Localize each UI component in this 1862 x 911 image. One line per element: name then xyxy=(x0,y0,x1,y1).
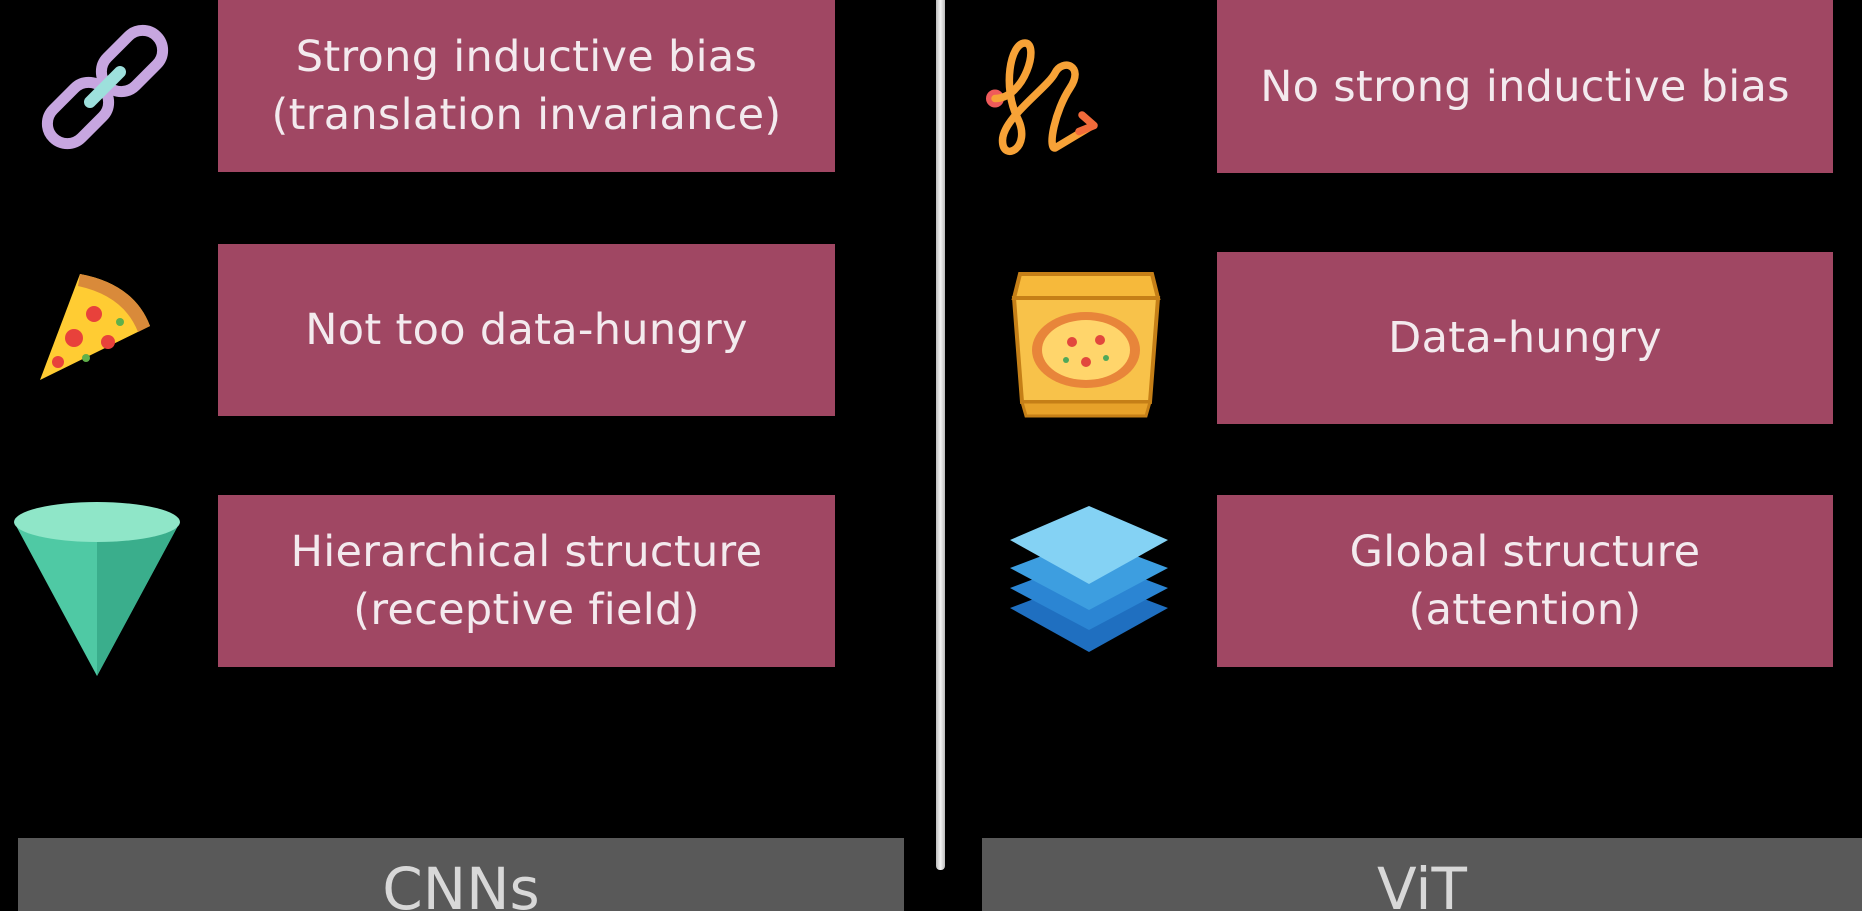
card-text: Data-hungry xyxy=(1388,313,1662,363)
column-divider xyxy=(936,0,945,870)
squiggle-arrow-icon xyxy=(980,14,1100,186)
cnns-label: CNNs xyxy=(18,838,904,911)
card-text: Strong inductive bias (translation invar… xyxy=(271,32,782,140)
card-data-hungry: Data-hungry xyxy=(1217,252,1833,424)
vit-column: No strong inductive bias Data-hungry Glo… xyxy=(940,0,1862,911)
cnn-column: Strong inductive bias (translation invar… xyxy=(10,0,904,911)
card-global-structure: Global structure (attention) xyxy=(1217,495,1833,667)
layers-stack-icon xyxy=(1004,500,1174,658)
pizza-box-icon xyxy=(1010,270,1162,420)
cone-icon xyxy=(10,500,184,680)
column-title: CNNs xyxy=(382,855,540,911)
card-text: Global structure (attention) xyxy=(1349,527,1701,635)
vit-label: ViT xyxy=(982,838,1862,911)
card-not-too-data-hungry: Not too data-hungry xyxy=(218,244,835,416)
pizza-slice-icon xyxy=(34,266,154,386)
card-hierarchical-structure: Hierarchical structure (receptive field) xyxy=(218,495,835,667)
card-text: Hierarchical structure (receptive field) xyxy=(290,527,763,635)
column-title: ViT xyxy=(1377,855,1467,911)
card-text: Not too data-hungry xyxy=(305,305,748,355)
card-strong-inductive-bias: Strong inductive bias (translation invar… xyxy=(218,0,835,172)
card-text: No strong inductive bias xyxy=(1260,61,1790,112)
chain-link-icon xyxy=(30,12,180,162)
card-no-strong-inductive-bias: No strong inductive bias xyxy=(1217,0,1833,173)
